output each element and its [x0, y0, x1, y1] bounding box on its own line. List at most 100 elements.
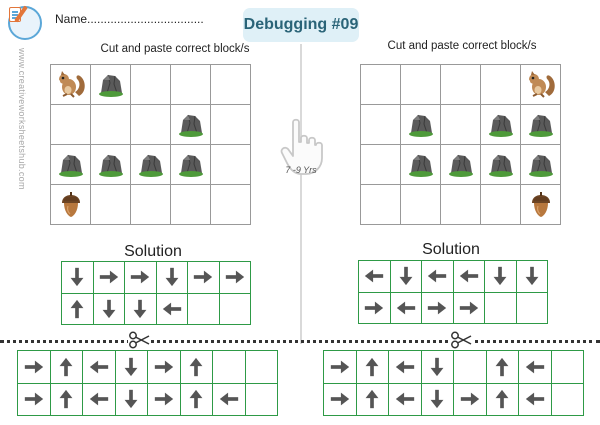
grid-cell	[131, 105, 171, 145]
cutout-cell	[389, 351, 422, 384]
arrow-right-icon	[154, 360, 173, 374]
arrow-up-icon	[495, 357, 509, 376]
arrow-up-icon	[189, 390, 203, 409]
arrow-left-icon	[365, 269, 384, 283]
solution-cell	[422, 261, 454, 293]
cutout-cell	[50, 351, 83, 384]
arrow-left-icon	[89, 392, 108, 406]
rock-icon	[408, 114, 433, 137]
solution-cell	[359, 261, 391, 293]
grid-cell	[171, 145, 211, 185]
arrow-right-icon	[225, 270, 244, 284]
cutout-cell	[356, 351, 389, 384]
cutout-cell	[486, 383, 519, 416]
grid-cell	[481, 105, 521, 145]
left-cutout-arrows	[17, 350, 278, 416]
solution-cell	[93, 293, 125, 325]
cutout-cell	[551, 351, 584, 384]
rock-icon	[178, 154, 203, 177]
scissors-icon	[450, 331, 472, 349]
arrow-down-icon	[124, 357, 138, 376]
grid-cell	[171, 65, 211, 105]
left-instruction: Cut and paste correct block/s	[100, 43, 250, 55]
rock-icon	[528, 114, 553, 137]
worksheet-title: Debugging #09	[243, 8, 359, 42]
arrow-up-icon	[495, 390, 509, 409]
arrow-right-icon	[24, 360, 43, 374]
grid-cell	[441, 105, 481, 145]
grid-cell	[131, 145, 171, 185]
arrow-left-icon	[396, 301, 415, 315]
arrow-down-icon	[430, 357, 444, 376]
solution-cell	[125, 262, 157, 294]
solution-cell	[125, 293, 157, 325]
solution-cell	[156, 262, 188, 294]
arrow-left-icon	[395, 360, 414, 374]
cutout-cell	[115, 383, 148, 416]
arrow-right-icon	[99, 270, 118, 284]
solution-cell	[485, 292, 517, 324]
grid-cell	[481, 145, 521, 185]
cutout-cell	[519, 383, 552, 416]
rock-icon	[98, 74, 123, 97]
arrow-left-icon	[428, 269, 447, 283]
cutout-cell	[213, 383, 246, 416]
rock-icon	[408, 154, 433, 177]
grid-cell	[401, 105, 441, 145]
cutout-cell	[50, 383, 83, 416]
grid-cell	[51, 65, 91, 105]
scissors-icon	[128, 331, 150, 349]
grid-cell	[131, 65, 171, 105]
grid-cell	[481, 65, 521, 105]
grid-cell	[361, 185, 401, 225]
left-solution-grid	[61, 261, 251, 325]
solution-cell	[219, 293, 251, 325]
grid-cell	[211, 185, 251, 225]
grid-cell	[401, 185, 441, 225]
rock-icon	[448, 154, 473, 177]
left-puzzle-grid	[50, 64, 251, 225]
right-cutout-arrows	[323, 350, 584, 416]
rock-icon	[488, 154, 513, 177]
cutout-cell	[148, 383, 181, 416]
cutout-cell	[115, 351, 148, 384]
arrow-right-icon	[460, 392, 479, 406]
grid-cell	[521, 145, 561, 185]
arrow-right-icon	[154, 392, 173, 406]
solution-cell	[188, 262, 220, 294]
grid-cell	[361, 105, 401, 145]
arrow-right-icon	[428, 301, 447, 315]
arrow-left-icon	[525, 392, 544, 406]
arrow-right-icon	[24, 392, 43, 406]
grid-cell	[211, 65, 251, 105]
grid-cell	[51, 105, 91, 145]
cutout-cell	[83, 383, 116, 416]
grid-cell	[51, 145, 91, 185]
left-solution-label: Solution	[124, 243, 182, 260]
grid-cell	[361, 65, 401, 105]
arrow-left-icon	[525, 360, 544, 374]
rock-icon	[58, 154, 83, 177]
cutout-cell	[148, 351, 181, 384]
cutout-cell	[421, 351, 454, 384]
arrow-right-icon	[194, 270, 213, 284]
name-field-label: Name...................................	[55, 12, 204, 26]
pointing-hand-icon	[280, 118, 323, 175]
cutout-cell	[324, 351, 357, 384]
solution-cell	[62, 293, 94, 325]
arrow-up-icon	[59, 390, 73, 409]
arrow-right-icon	[459, 301, 478, 315]
arrow-right-icon	[131, 270, 150, 284]
grid-cell	[361, 145, 401, 185]
arrow-right-icon	[330, 392, 349, 406]
arrow-left-icon	[459, 269, 478, 283]
cutout-cell	[421, 383, 454, 416]
solution-cell	[188, 293, 220, 325]
arrow-down-icon	[165, 268, 179, 287]
arrow-up-icon	[70, 299, 84, 318]
arrow-left-icon	[395, 392, 414, 406]
solution-cell	[453, 261, 485, 293]
solution-cell	[219, 262, 251, 294]
solution-cell	[390, 292, 422, 324]
rock-icon	[138, 154, 163, 177]
